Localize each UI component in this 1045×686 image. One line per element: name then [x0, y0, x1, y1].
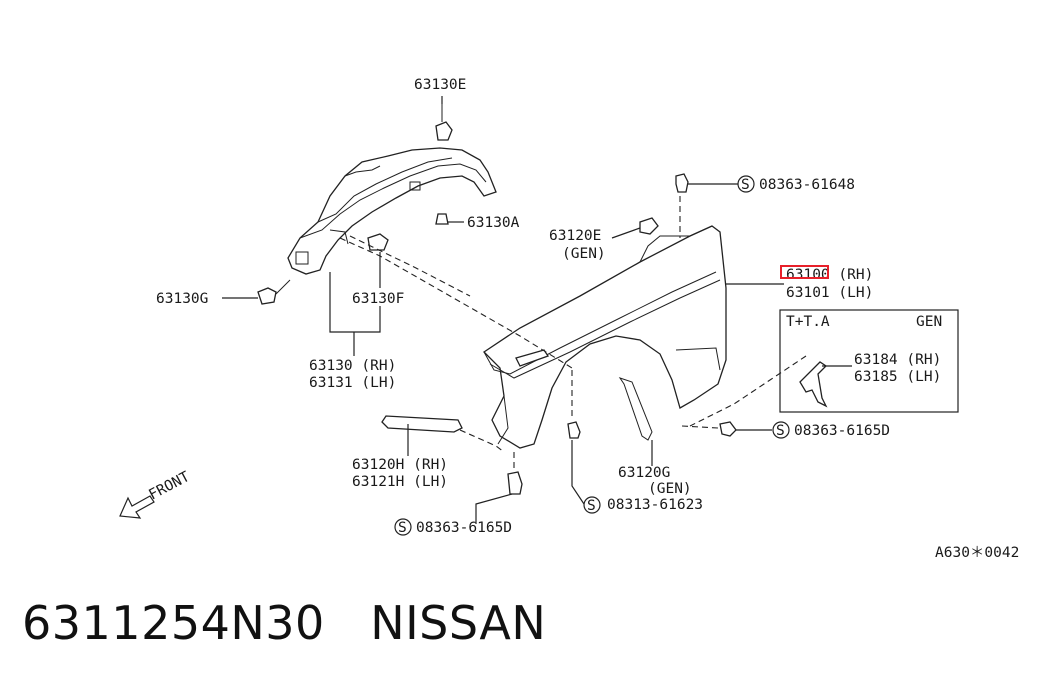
s-mark-label: S: [398, 520, 407, 536]
figure-code: A630＊0042: [935, 545, 1019, 561]
label-63131: 63131 (LH): [309, 375, 396, 391]
brand-name: NISSAN: [370, 596, 547, 650]
label-63130g: 63130G: [156, 291, 208, 307]
label-08363-6165d-right: 08363-6165D: [794, 423, 890, 439]
label-63130: 63130 (RH): [309, 358, 396, 374]
variant-box: [779, 309, 959, 413]
highlight-box: [780, 265, 829, 279]
bracket-63184-drawing: [799, 361, 828, 408]
label-63120g: 63120G: [618, 465, 670, 481]
fender-protector-drawing: [257, 104, 497, 305]
label-63130e: 63130E: [414, 77, 466, 93]
box-label-tta: T+T.A: [786, 314, 830, 330]
label-63185: 63185 (LH): [854, 369, 941, 385]
part-number: 6311254N30: [22, 596, 325, 650]
label-63120h: 63120H (RH): [352, 457, 448, 473]
s-mark-label: S: [776, 423, 785, 439]
label-63130f: 63130F: [352, 291, 404, 307]
box-label-gen: GEN: [916, 314, 942, 330]
label-63120g-gen: (GEN): [648, 481, 692, 497]
label-63100: 63100 (RH): [786, 267, 873, 283]
s-mark-icon: [583, 496, 601, 514]
label-63184: 63184 (RH): [854, 352, 941, 368]
s-mark-icon: [772, 421, 790, 439]
s-mark-icon: [737, 175, 755, 193]
front-fender-drawing: [381, 173, 737, 495]
s-mark-label: S: [741, 177, 750, 193]
label-08313-61623: 08313-61623: [607, 497, 703, 513]
label-63130a: 63130A: [467, 215, 520, 231]
label-63101: 63101 (LH): [786, 285, 873, 301]
front-label: FRONT: [146, 469, 192, 504]
s-mark-label: S: [587, 498, 596, 514]
label-63121h: 63121H (LH): [352, 474, 448, 490]
label-08363-61648: 08363-61648: [759, 177, 855, 193]
label-08363-6165d-bottom: 08363-6165D: [416, 520, 512, 536]
label-63120e: 63120E: [549, 228, 601, 244]
label-63120e-gen: (GEN): [562, 246, 606, 262]
front-arrow-icon: [119, 495, 155, 519]
s-mark-icon: [394, 518, 412, 536]
part-title: 6311254N30 NISSAN: [22, 596, 546, 650]
